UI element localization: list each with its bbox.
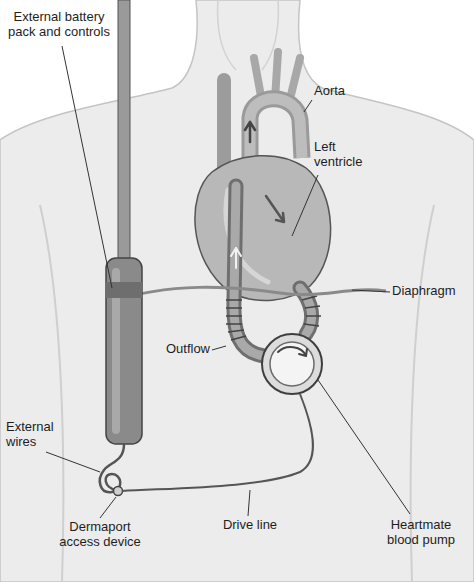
blood-pump-inner [270, 342, 314, 386]
part-label: Drive line [210, 518, 290, 533]
diaphragm-line [110, 287, 386, 302]
leader-line [292, 175, 318, 236]
part-label: External battery pack and controls [4, 10, 114, 40]
left-arm-line [40, 205, 63, 582]
leader-line [352, 290, 390, 292]
leader-line [46, 452, 100, 472]
part-label: Left ventricle [314, 140, 378, 170]
blood-pump [262, 334, 322, 394]
battery-strap [118, 0, 130, 262]
leader-line [318, 380, 410, 514]
part-label: Diaphragm [392, 284, 470, 299]
drive-line [122, 394, 313, 491]
tube-ribs [226, 300, 246, 340]
neck-line [218, 0, 279, 70]
flow-arrow [266, 196, 284, 222]
part-label: Dermaport access device [52, 520, 148, 550]
external-wire [100, 444, 124, 492]
flow-arrow [245, 122, 255, 142]
part-label: Aorta [314, 84, 374, 99]
pump-flow-arrow [278, 347, 307, 356]
leader-line [62, 46, 112, 288]
leader-lines [46, 46, 410, 518]
leader-line [100, 497, 116, 518]
leader-line [248, 490, 250, 516]
part-label: Outflow [150, 342, 210, 357]
heart-shape [195, 156, 331, 301]
leader-line [304, 100, 312, 112]
leader-line [212, 346, 226, 350]
dermaport-device [114, 487, 123, 496]
part-label: Heartmate blood pump [376, 518, 466, 548]
flow-arrow [231, 248, 241, 268]
tube-ribs [302, 296, 321, 326]
part-label: External wires [6, 420, 68, 450]
